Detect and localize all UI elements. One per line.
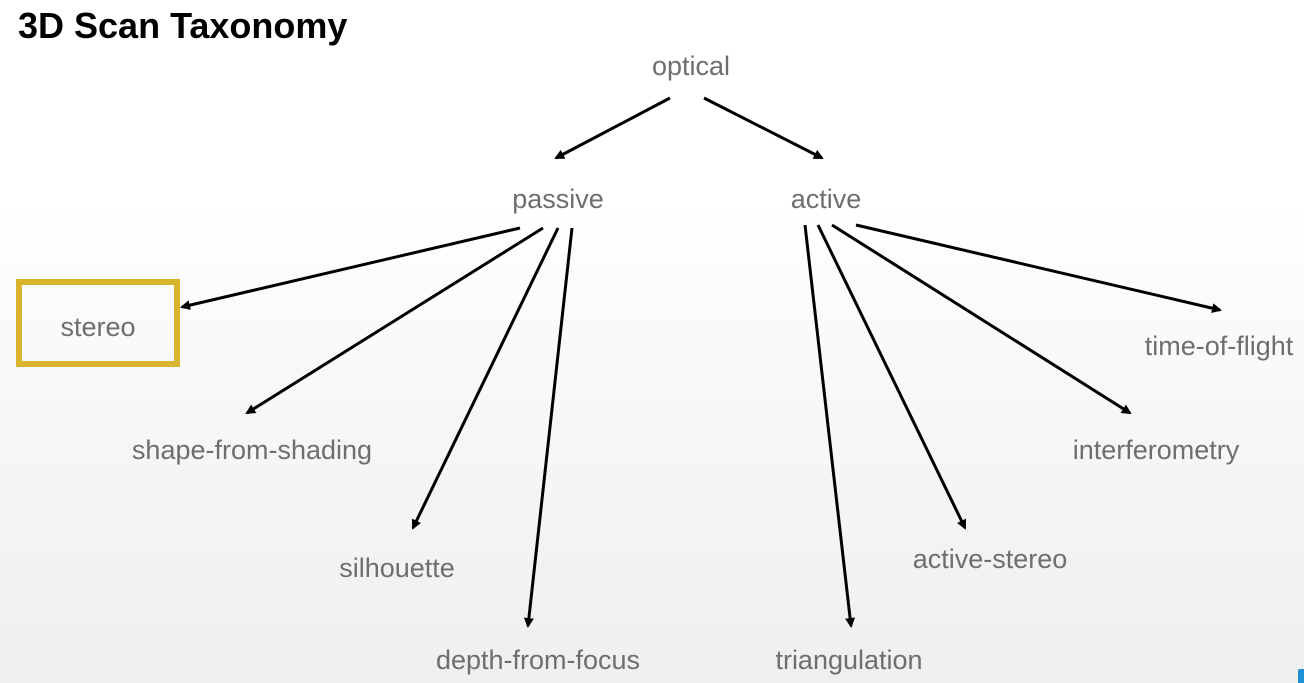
arrow-passive-to-shape-from-shading [245,226,544,415]
arrow-passive-to-silhouette [411,227,560,530]
node-active: active [790,184,862,214]
arrow-optical-to-active [703,96,824,160]
node-passive: passive [512,184,604,214]
node-stereo: stereo [60,312,136,342]
node-shape-from-shading: shape-from-shading [131,435,373,465]
arrow-passive-to-stereo [180,226,521,311]
node-depth-from-focus: depth-from-focus [435,645,641,675]
node-silhouette: silhouette [339,553,455,583]
corner-accent-mark [1298,669,1304,683]
arrow-active-to-time-of-flight [855,223,1222,314]
stereo-highlight-box [16,279,180,367]
node-interferometry: interferometry [1072,435,1240,465]
arrow-optical-to-passive [554,96,671,160]
node-triangulation: triangulation [775,645,923,675]
arrow-passive-to-depth-from-focus [523,227,574,628]
arrow-active-to-triangulation [803,224,856,628]
node-active-stereo: active-stereo [912,544,1068,574]
arrow-active-to-interferometry [831,223,1132,415]
node-optical: optical [651,51,731,81]
node-time-of-flight: time-of-flight [1144,331,1294,361]
arrow-active-to-active-stereo [816,224,967,530]
slide-title: 3D Scan Taxonomy [18,5,348,46]
